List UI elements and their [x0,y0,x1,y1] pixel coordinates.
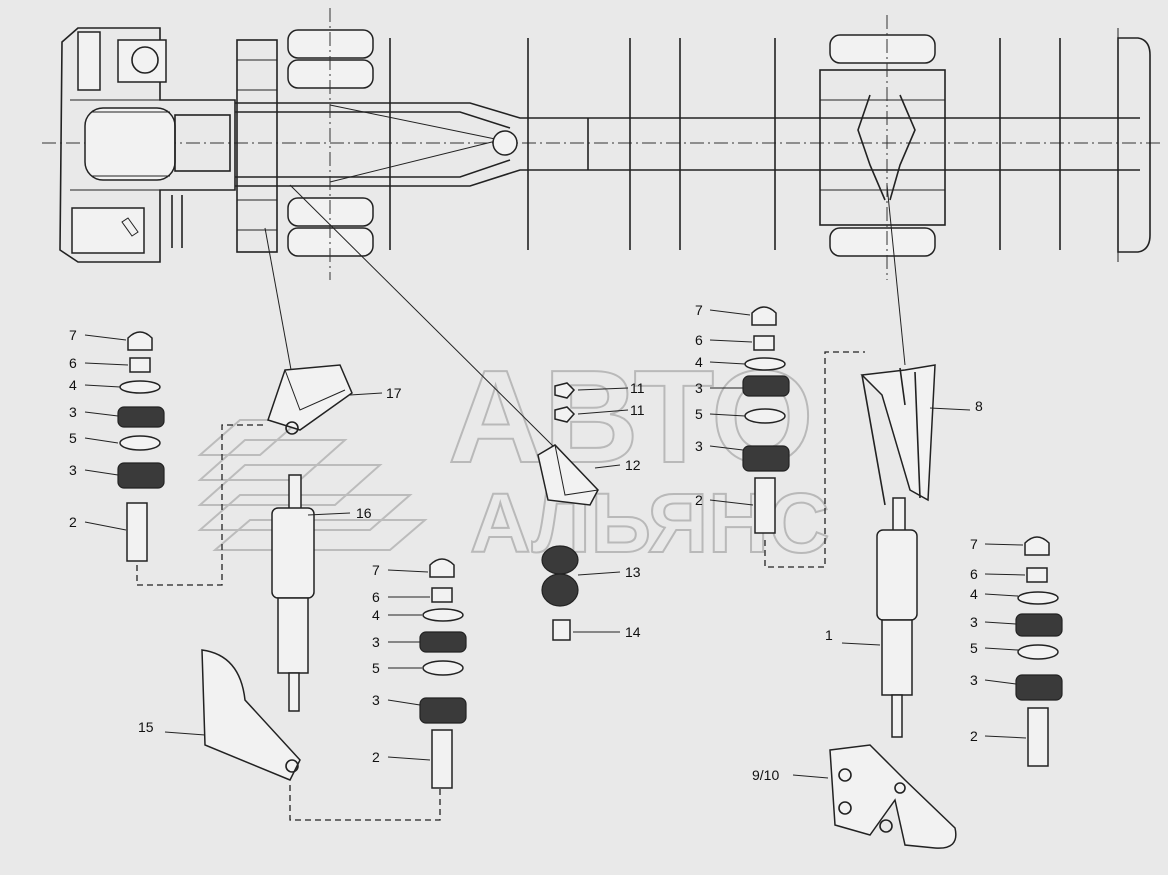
label-11: 11 [630,402,645,418]
part-labels: 7 6 4 3 5 3 2 17 16 15 7 6 4 3 5 3 2 11 … [69,302,983,783]
mount-stack-right-upper [709,306,865,568]
label-6: 6 [695,332,703,348]
label-1: 1 [825,627,833,643]
mount-stack-middle [387,558,467,789]
label-6: 6 [69,355,77,371]
label-7: 7 [970,536,978,552]
label-4: 4 [69,377,77,393]
label-11: 11 [630,380,645,396]
shock-absorber-16 [271,474,351,712]
mount-stack-left [117,331,265,586]
label-8: 8 [975,398,983,414]
label-17: 17 [386,385,402,401]
label-7: 7 [695,302,703,318]
label-3: 3 [69,462,77,478]
chassis-top-view [42,8,1160,449]
label-3: 3 [970,614,978,630]
label-9-10: 9/10 [752,767,779,783]
bracket-15 [164,649,441,821]
label-5: 5 [372,660,380,676]
label-2: 2 [372,749,380,765]
label-4: 4 [695,354,703,370]
label-7: 7 [372,562,380,578]
label-3: 3 [695,380,703,396]
label-12: 12 [625,457,641,473]
label-5: 5 [970,640,978,656]
label-4: 4 [372,607,380,623]
label-15: 15 [138,719,154,735]
label-2: 2 [69,514,77,530]
label-14: 14 [625,624,641,640]
label-5: 5 [695,406,703,422]
label-13: 13 [625,564,641,580]
label-3: 3 [695,438,703,454]
label-4: 4 [970,586,978,602]
label-3: 3 [69,404,77,420]
label-16: 16 [356,505,372,521]
shock-absorber-1 [841,497,918,738]
label-2: 2 [695,492,703,508]
bracket-17 [267,364,383,435]
label-3: 3 [970,672,978,688]
label-6: 6 [372,589,380,605]
bracket-9-10 [792,744,957,849]
label-6: 6 [970,566,978,582]
bracket-8 [860,364,971,506]
label-5: 5 [69,430,77,446]
label-7: 7 [69,327,77,343]
center-parts-11-14 [537,382,629,641]
label-2: 2 [970,728,978,744]
mount-stack-far-right [984,536,1063,767]
leader-lines-left [84,334,129,531]
label-3: 3 [372,634,380,650]
label-3: 3 [372,692,380,708]
